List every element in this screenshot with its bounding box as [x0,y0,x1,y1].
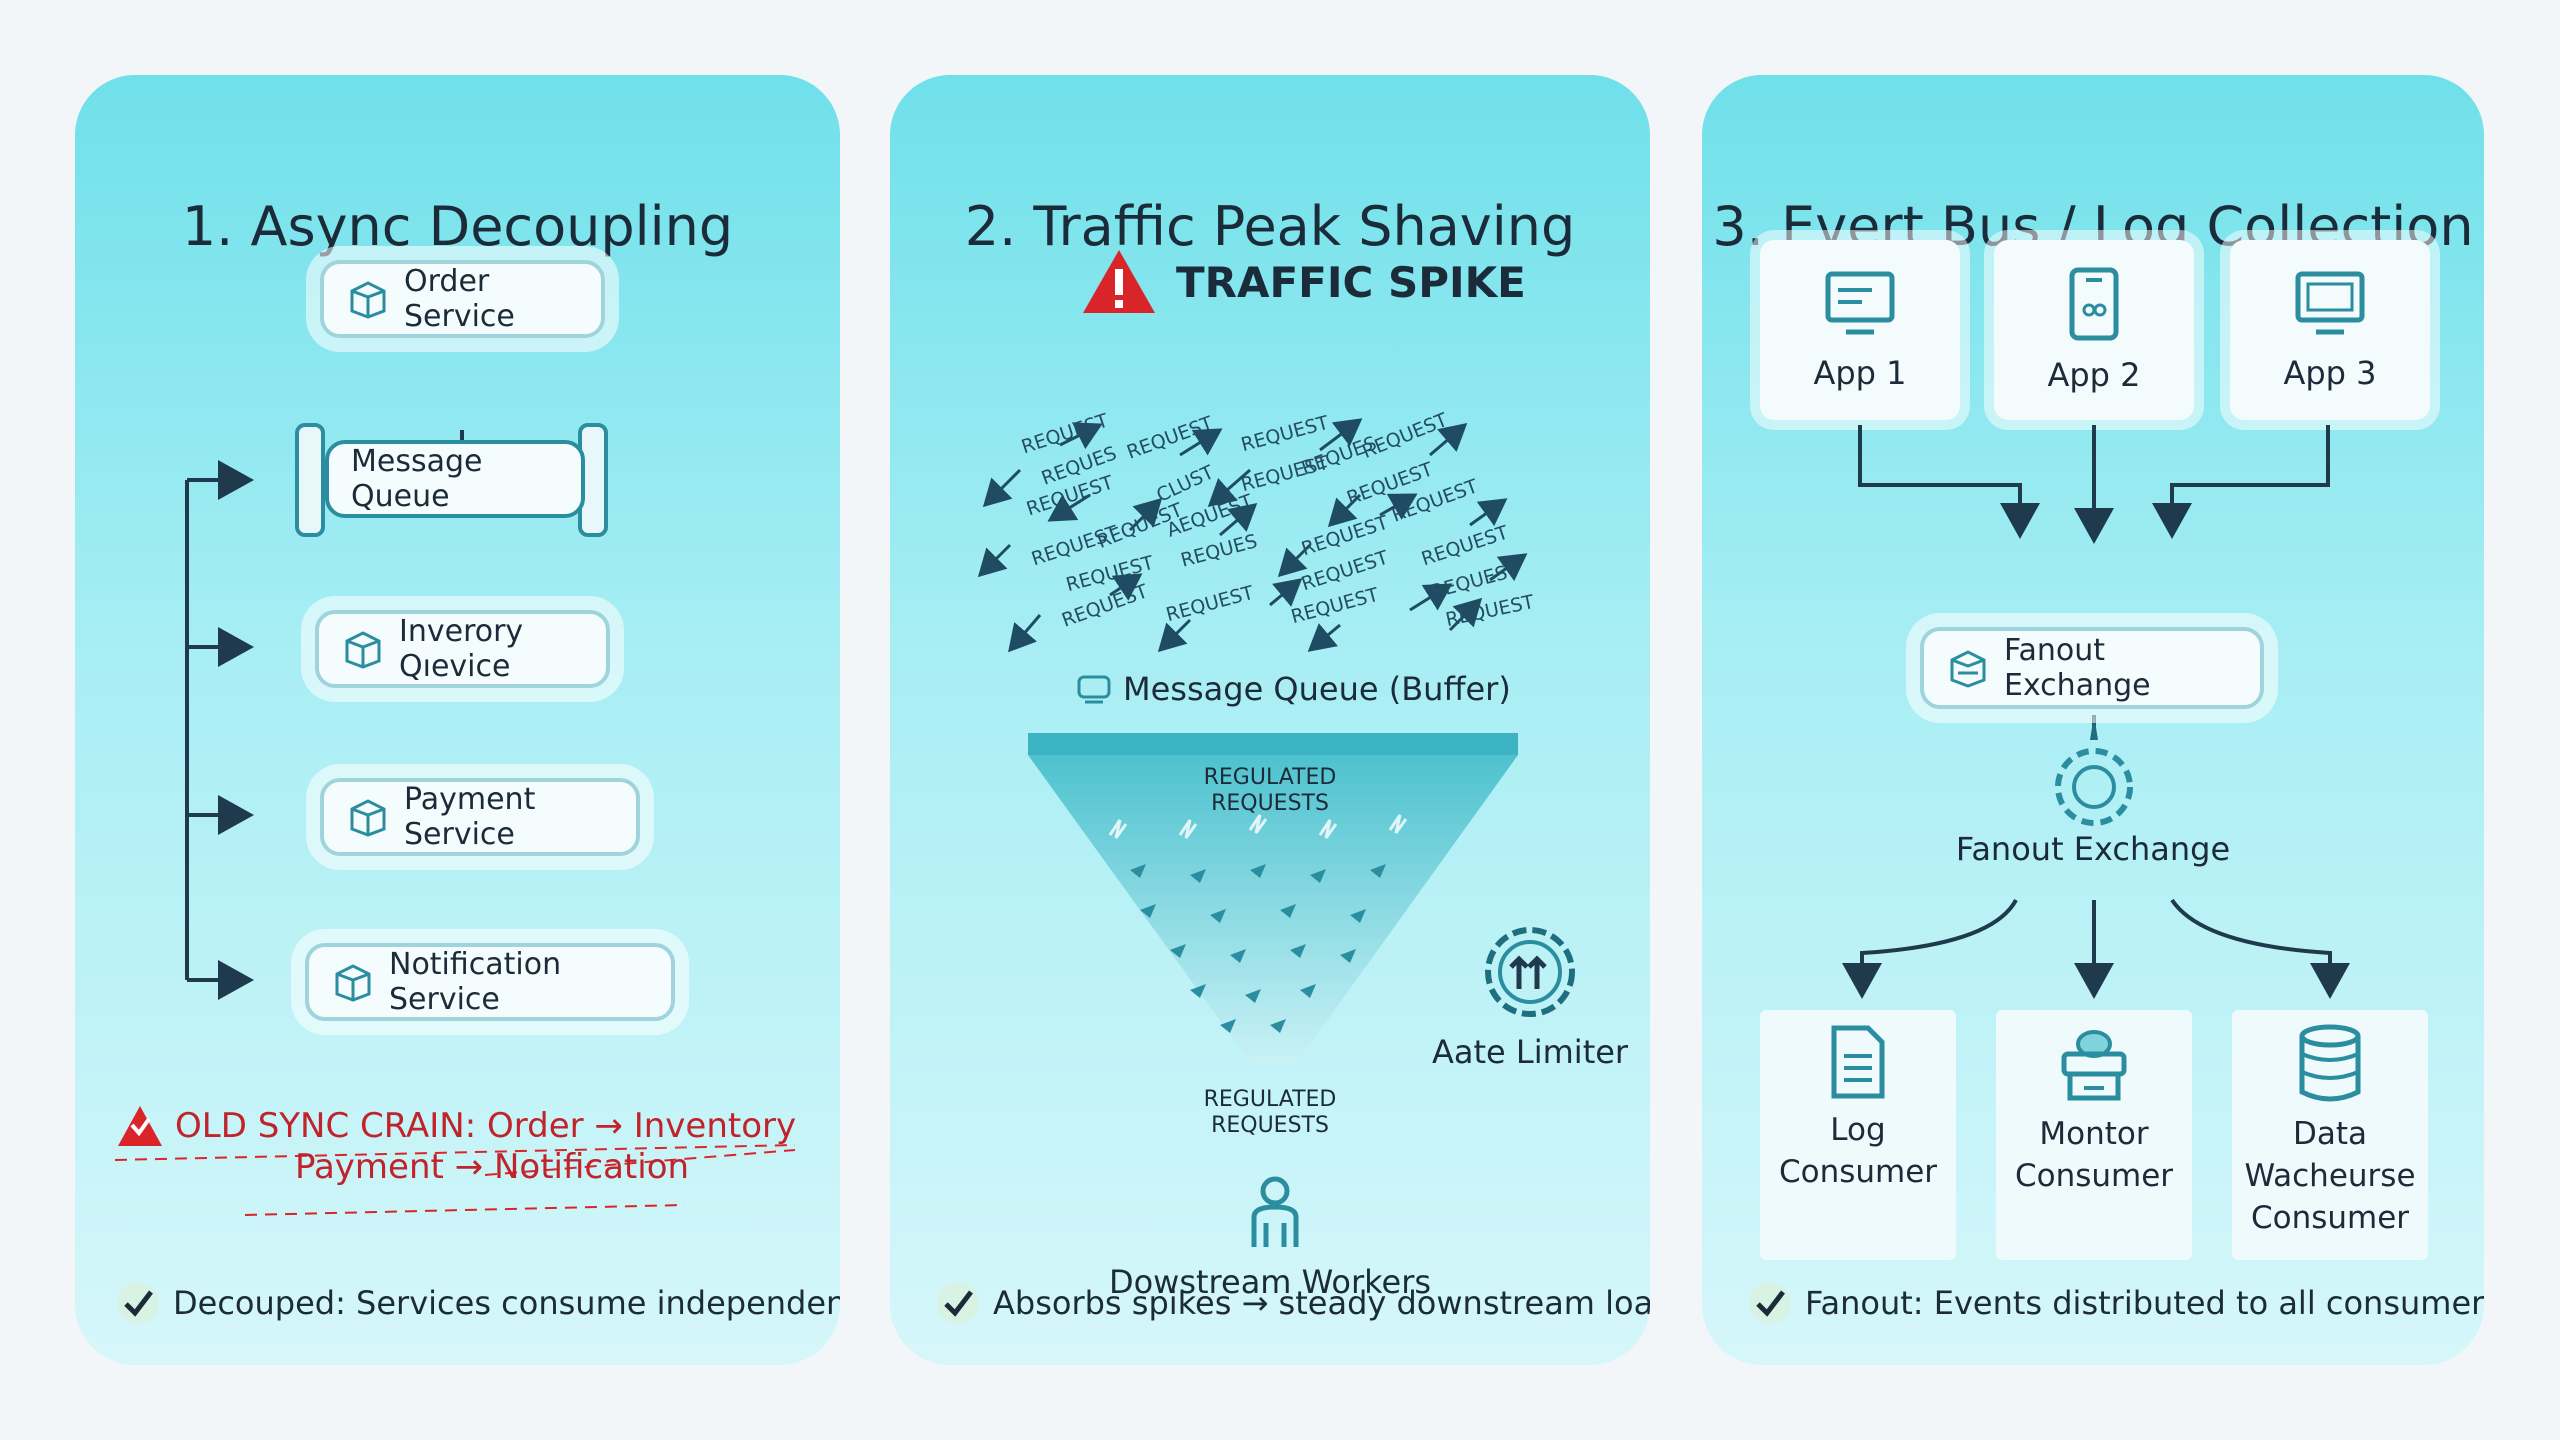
rate-limiter-label: Aate Limiter [1432,1033,1629,1071]
buffer-label: Message Queue (Buffer) [1075,670,1511,708]
rate-limiter-icon [1485,927,1575,1017]
box-icon [345,631,381,669]
notification-service-box: Notification Service [305,943,675,1021]
check-icon [117,1282,159,1324]
monitor-icon [2061,1030,2127,1101]
warning-icon [1083,250,1155,313]
summary-absorbs-spikes: Absorbs spikes → steady downstream load [935,1280,1650,1326]
summary-fanout: Fanout: Events distributed to all consum… [1747,1280,2484,1326]
payment-service-box: Payment Service [320,778,640,856]
document-icon [1831,1025,1885,1099]
order-service-label: Order Service [404,264,515,334]
inventory-queue-label: Inverory Qıevice [399,614,524,684]
consumer-log: Log Consumer [1760,1010,1956,1260]
mobile-icon [2069,267,2119,341]
check-icon [937,1282,979,1324]
regulated-requests-top: REGULATED REQUESTS [1203,765,1337,817]
fanout-exchange-label: Fanout Exchange [1955,830,2231,868]
regulated-requests-bottom: REGULATED REQUESTS [1203,1087,1337,1139]
notification-service-label: Notification Service [389,947,562,1017]
panel-title: 2. Traffic Peak Shaving [964,195,1576,258]
fanout-connectors [1842,425,2350,999]
traffic-spike-heading: TRAFFIC SPIKE [1080,247,1526,317]
old-sync-chain: OLD SYNC CRAIN: Order → Inventory [115,1103,796,1149]
funnel-shape [1028,733,1518,1065]
box-icon [350,799,386,837]
box-icon [350,281,386,319]
queue-icon [1077,675,1111,704]
request-arrows [977,418,1528,653]
exchange-icon [1950,650,1986,688]
panel-event-bus: 3. Evert Bus / Log Collection App 1 App … [1702,75,2484,1365]
payment-service-label: Payment Service [404,782,536,852]
consumer-monitor: Montor Consumer [1996,1010,2192,1260]
summary-decoupled: Decouped: Services consume independently [115,1280,840,1326]
message-queue-box: Message Queue [325,440,585,518]
consumer-data-warehouse: Data Wacheurse Consumer [2232,1010,2428,1260]
worker-icon [1251,1176,1299,1247]
box-icon [335,964,371,1002]
panel-async-decoupling: 1. Async Decoupling Order Service Messag… [75,75,840,1365]
panel-title: 1. Async Decoupling [181,195,734,258]
check-icon [1749,1282,1791,1324]
downstream-workers-label: Dowstream Workers [1108,1263,1432,1301]
fanout-exchange-box: Fanout Exchange [1920,627,2264,709]
panel-traffic-peak-shaving: 2. Traffic Peak Shaving TRAFFIC SPIKE [890,75,1650,1365]
app-box-3: App 3 [2230,240,2430,420]
order-service-box: Order Service [320,260,605,338]
warning-icon [118,1106,162,1146]
message-queue-label: Message Queue [351,444,483,514]
desktop-icon [2295,271,2365,335]
app-box-1: App 1 [1760,240,1960,420]
database-icon [2299,1024,2361,1102]
app-box-2: App 2 [1994,240,2194,420]
desktop-icon [1825,271,1895,335]
fanout-hub-icon [2055,748,2133,826]
inventory-queue-box: Inverory Qıevice [315,610,610,688]
old-sync-chain-line2: Payment → Notification [295,1147,690,1187]
